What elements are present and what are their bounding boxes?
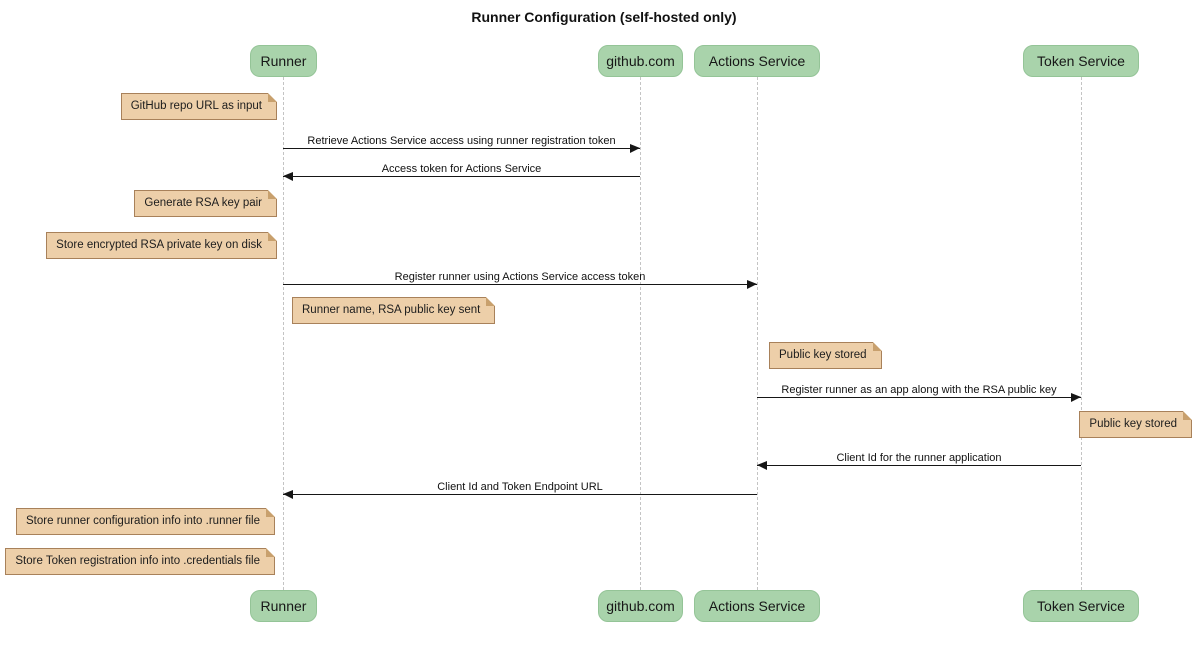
note-github-repo-url: GitHub repo URL as input	[120, 93, 278, 120]
message-label: Retrieve Actions Service access using ru…	[307, 135, 616, 147]
message-arrow-2: Access token for Actions Service	[283, 161, 640, 181]
note-store-runner-file: Store runner configuration info into .ru…	[16, 508, 275, 535]
message-line	[757, 393, 1081, 402]
arrowhead-left-icon	[283, 490, 293, 499]
message-arrow-6: Client Id and Token Endpoint URL	[283, 479, 757, 499]
message-arrow-4: Register runner as an app along with the…	[757, 382, 1081, 402]
message-line	[283, 144, 640, 153]
participant-github-top: github.com	[598, 45, 683, 77]
note-public-key-stored-actions: Public key stored	[769, 342, 882, 369]
message-line	[283, 280, 757, 289]
lifeline-github	[640, 77, 641, 590]
participant-actions-service-top: Actions Service	[694, 45, 820, 77]
arrowhead-right-icon	[630, 144, 640, 153]
participant-github-bottom: github.com	[598, 590, 683, 622]
message-label: Client Id and Token Endpoint URL	[437, 481, 603, 493]
message-label: Register runner using Actions Service ac…	[394, 271, 646, 283]
message-arrow-1: Retrieve Actions Service access using ru…	[283, 133, 640, 153]
arrowhead-left-icon	[757, 461, 767, 470]
arrowhead-left-icon	[283, 172, 293, 181]
message-line	[283, 490, 757, 499]
note-runner-name-sent: Runner name, RSA public key sent	[292, 297, 496, 324]
message-arrow-3: Register runner using Actions Service ac…	[283, 269, 757, 289]
arrowhead-right-icon	[1071, 393, 1081, 402]
message-label: Client Id for the runner application	[836, 452, 1002, 464]
lifeline-actions-service	[757, 77, 758, 590]
lifeline-runner	[283, 77, 284, 590]
lifeline-token-service	[1081, 77, 1082, 590]
message-label: Register runner as an app along with the…	[781, 384, 1057, 396]
note-store-credentials-file: Store Token registration info into .cred…	[5, 548, 275, 575]
participant-token-service-top: Token Service	[1023, 45, 1139, 77]
participant-actions-service-bottom: Actions Service	[694, 590, 820, 622]
message-label: Access token for Actions Service	[381, 163, 542, 175]
participant-token-service-bottom: Token Service	[1023, 590, 1139, 622]
participant-runner-bottom: Runner	[250, 590, 317, 622]
note-store-private-key: Store encrypted RSA private key on disk	[46, 232, 277, 259]
message-line	[283, 172, 640, 181]
arrowhead-right-icon	[747, 280, 757, 289]
note-public-key-stored-token: Public key stored	[1079, 411, 1192, 438]
message-line	[757, 461, 1081, 470]
message-arrow-5: Client Id for the runner application	[757, 450, 1081, 470]
participant-runner-top: Runner	[250, 45, 317, 77]
note-generate-rsa: Generate RSA key pair	[134, 190, 277, 217]
diagram-title: Runner Configuration (self-hosted only)	[471, 9, 737, 25]
